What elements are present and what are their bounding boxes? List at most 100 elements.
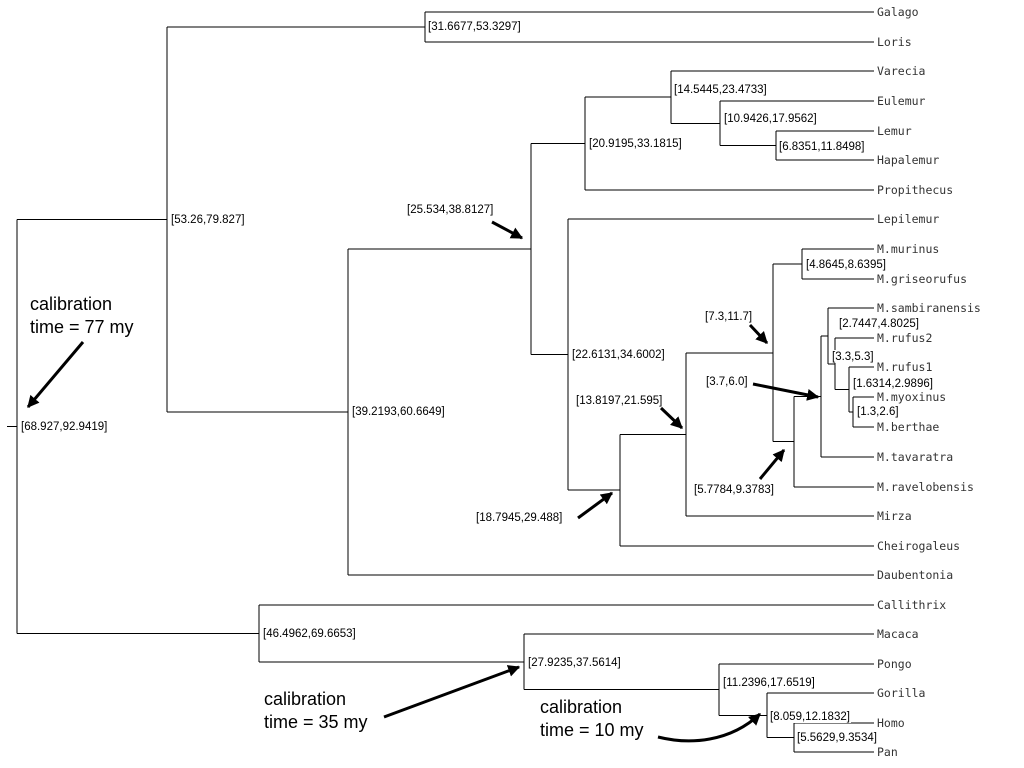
node-label-bg [406,203,495,216]
taxon-label: Eulemur [877,94,926,108]
node-label-bg [704,310,754,323]
node-label-text: [46.4962,69.6653] [263,628,356,640]
arrow-microcebus-rest [758,449,786,480]
taxon-label: M.griseorufus [877,272,967,286]
taxon-labels: GalagoLorisVareciaEulemurLemurHapalemurP… [877,5,981,759]
node-label-bg [262,627,357,640]
node-label-bg [20,420,109,433]
taxon-label: Gorilla [877,686,925,700]
arrow-homininae-calibration [657,712,762,743]
taxon-label: Pan [877,745,898,759]
node-label-bg [693,483,775,496]
node-label-text: [31.6677,53.3297] [428,21,521,33]
node-label-lemuriformes: [39.2193,60.6649] [351,405,446,418]
tree-branches [7,11,874,753]
node-label-text: [68.927,92.9419] [21,421,107,433]
arrow-lemurs-cheirogaleids [491,220,524,240]
node-label-hominidae: [11.2396,17.6519] [722,676,816,689]
arrow-root-calibration [26,341,85,408]
taxon-label: M.rufus1 [877,360,932,374]
node-label-text: [53.26,79.827] [171,214,245,226]
arrow-cheirogaleidae [577,491,613,520]
node-label-text: [8.059,12.1832] [770,711,850,723]
node-label-text: [18.7945,29.488] [476,512,562,524]
taxon-label: Macaca [877,627,919,641]
node-label-bg [351,405,446,418]
node-label-text: [11.2396,17.6519] [723,677,815,689]
node-label-text: [25.534,38.8127] [407,204,493,216]
node-label-homo_pan: [5.5629,9.3534] [796,731,878,744]
node-label-text: [5.7784,9.3783] [694,484,774,496]
node-label-bg [778,140,866,153]
node-label-eulemur_group: [10.9426,17.9562] [723,112,818,125]
node-label-text: [22.6131,34.6002] [572,349,665,361]
node-label-bg [831,350,875,363]
node-label-bg [427,20,522,33]
node-label-text: [2.7447,4.8025] [839,318,919,330]
arrow-microcebus-inner [752,382,820,401]
taxon-label: Pongo [877,657,912,671]
taxon-label: Lemur [877,124,912,138]
node-label-bg [722,676,816,689]
node-label-bg [852,377,934,390]
node-label-sambiranensis_group: [2.7447,4.8025] [838,317,920,330]
node-label-text: [1.6314,2.9896] [853,378,933,390]
taxon-label: M.sambiranensis [877,301,981,315]
node-label-bg [571,348,666,361]
taxon-label: Daubentonia [877,568,953,582]
node-label-root: [68.927,92.9419] [20,420,109,433]
taxon-label: Cheirogaleus [877,539,960,553]
taxon-label: M.rufus2 [877,331,932,345]
node-label-bg [856,405,900,418]
node-label-microcebus_inner: [3.7,6.0] [705,375,749,388]
taxon-label: M.tavaratra [877,450,953,464]
node-label-homininae: [8.059,12.1832] [769,710,851,723]
node-label-text: [4.8645,8.6395] [806,259,886,271]
annotation-arrows [26,220,820,743]
taxon-label: M.berthae [877,420,939,434]
node-label-bg [673,83,768,96]
taxon-label: Varecia [877,64,925,78]
node-label-bg [796,731,878,744]
node-label-bg [527,656,622,669]
node-label-bg [723,112,818,125]
node-label-catarrhini: [27.9235,37.5614] [527,656,622,669]
taxon-label: M.murinus [877,242,939,256]
node-label-text: [10.9426,17.9562] [724,113,817,125]
node-label-microcebus: [7.3,11.7] [704,310,754,323]
node-label-bg [805,258,887,271]
node-label-text: [1.3,2.6] [857,406,899,418]
taxon-label: Mirza [877,509,912,523]
node-label-lemurs_cheirogaleids: [25.534,38.8127] [406,203,495,216]
node-label-text: [3.7,6.0] [706,376,748,388]
arrow-microcebus-mirza [659,406,684,430]
taxon-label: M.ravelobensis [877,480,974,494]
node-label-bg [170,213,246,226]
node-label-text: [3.3,5.3] [832,351,874,363]
taxon-label: Hapalemur [877,153,939,167]
taxon-label: Lepilemur [877,212,939,226]
node-label-bg [769,710,851,723]
node-label-bg [575,394,664,407]
node-label-strepsirrhini: [53.26,79.827] [170,213,246,226]
taxon-label: M.myoxinus [877,390,946,404]
node-label-text: [27.9235,37.5614] [528,657,621,669]
taxon-label: Loris [877,35,912,49]
node-label-microcebus_rest: [5.7784,9.3783] [693,483,775,496]
taxon-label: Propithecus [877,183,953,197]
node-label-text: [39.2193,60.6649] [352,406,445,418]
node-label-lorisiformes: [31.6677,53.3297] [427,20,522,33]
node-label-bg [588,137,683,150]
node-label-text: [5.5629,9.3534] [797,732,877,744]
node-label-bg [838,317,920,330]
arrow-catarrhini-calibration [383,665,521,719]
node-label-lemur_hapalemur: [6.8351,11.8498] [778,140,866,153]
node-label-text: [20.9195,33.1815] [589,138,682,150]
node-label-text: [7.3,11.7] [705,311,752,323]
taxon-label: Homo [877,716,905,730]
node-label-bg [475,511,564,524]
